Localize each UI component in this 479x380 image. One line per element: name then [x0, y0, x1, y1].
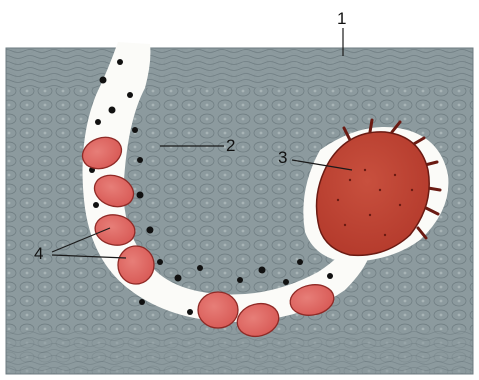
egg: [118, 246, 154, 284]
label-2: 2: [226, 136, 235, 155]
label-4: 4: [34, 244, 43, 263]
egg: [198, 292, 238, 328]
label-3: 3: [278, 148, 287, 167]
label-1: 1: [337, 9, 346, 28]
